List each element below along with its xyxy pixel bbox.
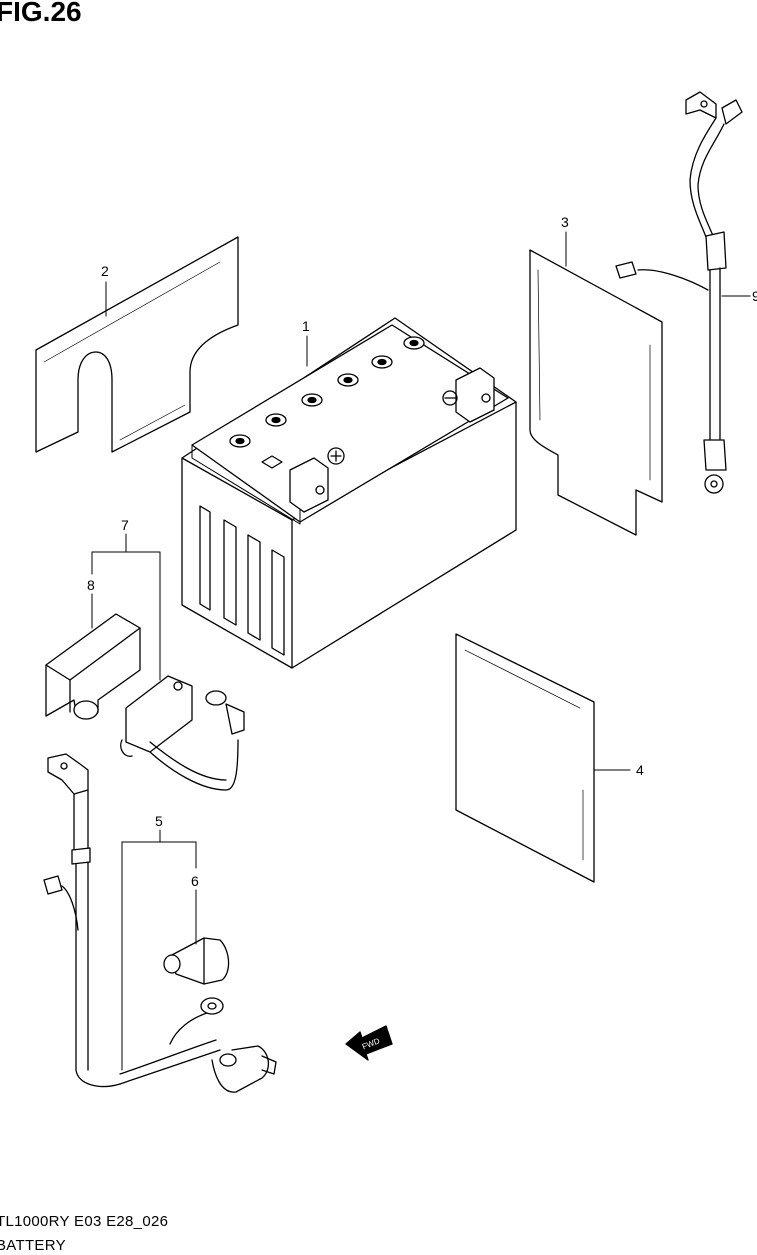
model-code: TL1000RY E03 E28_026 xyxy=(0,1213,169,1230)
part-3-pad xyxy=(529,249,663,536)
part-6-terminal-boot xyxy=(163,937,230,985)
callout-5: 5 xyxy=(155,813,163,829)
part-8-terminal-cover xyxy=(45,613,141,720)
callout-8: 8 xyxy=(87,577,95,593)
callout-1: 1 xyxy=(302,318,310,334)
figure-title: FIG.26 xyxy=(0,0,82,27)
part-4-pad xyxy=(455,633,595,883)
callout-leaders xyxy=(91,231,751,1071)
callout-7: 7 xyxy=(121,517,129,533)
part-2-spacer-pad xyxy=(35,236,239,453)
forward-direction-arrow: FWD xyxy=(345,1025,393,1061)
part-1-battery xyxy=(181,317,517,669)
callout-4: 4 xyxy=(636,762,644,778)
callout-3: 3 xyxy=(561,214,569,230)
section-name: BATTERY xyxy=(0,1237,66,1254)
callout-9: 9 xyxy=(752,288,757,304)
callout-2: 2 xyxy=(101,263,109,279)
callout-6: 6 xyxy=(191,873,199,889)
part-9-lead-wire xyxy=(615,91,743,494)
part-5-wire-harness xyxy=(43,753,277,1093)
part-7-battery-cable xyxy=(120,675,245,791)
